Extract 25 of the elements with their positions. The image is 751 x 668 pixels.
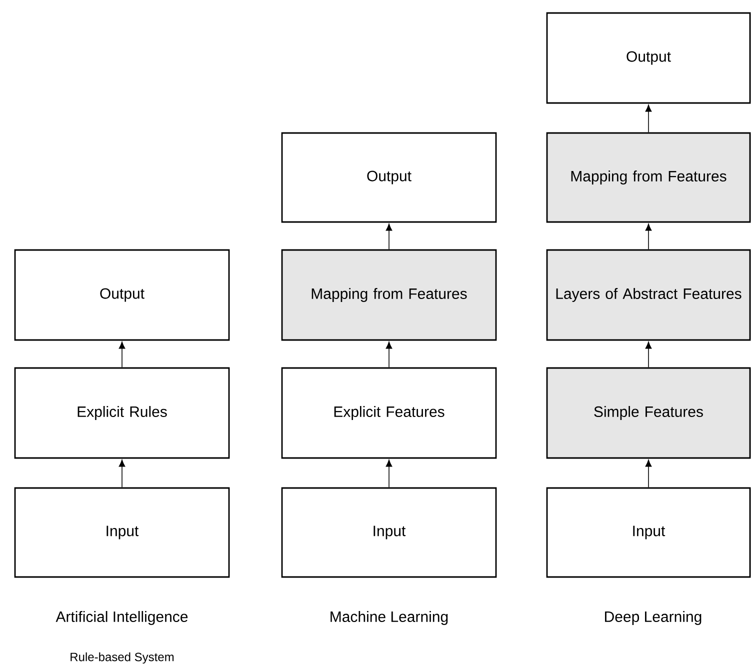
column-caption: Machine Learning: [330, 611, 448, 625]
caption-subtitle: Rule-based System: [70, 652, 174, 664]
arrow: [386, 224, 392, 250]
process-box: Output: [546, 12, 751, 104]
process-box: Output: [14, 249, 230, 341]
arrow: [645, 342, 652, 368]
arrow: [645, 104, 652, 133]
process-box: Input: [281, 487, 497, 578]
process-box: Output: [281, 132, 497, 223]
feature-box: Layers of Abstract Features: [546, 249, 751, 341]
arrow: [645, 460, 652, 488]
arrow: [118, 460, 126, 488]
column-caption: Artificial Intelligence: [56, 611, 188, 625]
process-box: Explicit Features: [281, 367, 497, 459]
process-box: Input: [546, 487, 751, 578]
feature-box: Mapping from Features: [546, 132, 751, 223]
column-caption: Deep Learning: [605, 611, 702, 625]
feature-box: Mapping from Features: [281, 249, 497, 341]
process-box: Input: [14, 487, 230, 578]
process-box: Explicit Rules: [14, 367, 230, 459]
arrow: [645, 224, 652, 250]
arrow: [386, 342, 392, 368]
arrow: [386, 460, 392, 488]
feature-box: Simple Features: [546, 367, 751, 459]
arrow: [118, 342, 126, 368]
